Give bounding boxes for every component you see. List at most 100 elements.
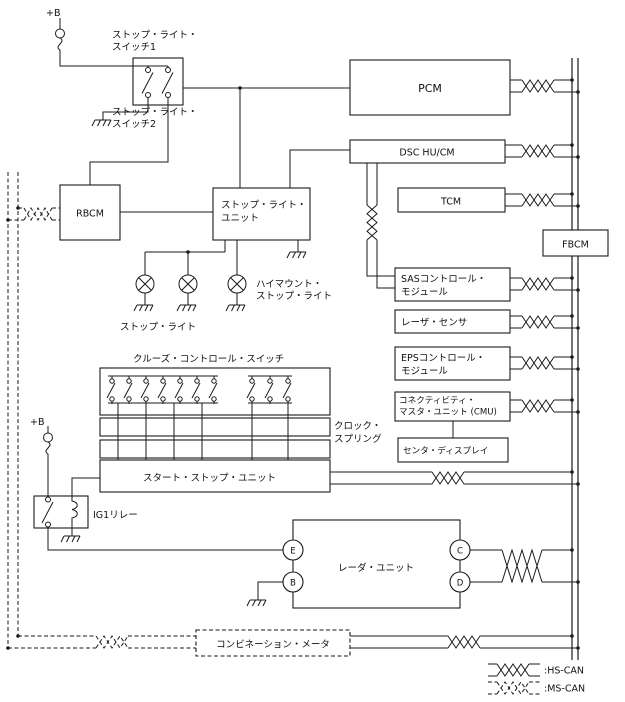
connector-e-label: E	[290, 547, 295, 557]
can-legend	[488, 663, 540, 695]
cruise-switch-label: クルーズ・コントロール・スイッチ	[133, 353, 284, 365]
stop-light-switch-box	[132, 57, 184, 106]
ground-icon	[133, 304, 154, 312]
ms-can-bus-trunk	[7, 172, 19, 648]
twisted-pair-laser	[521, 315, 555, 329]
laser-sensor-box	[394, 309, 511, 334]
legend-ms-can-symbol	[496, 681, 530, 695]
sas-label-1: SASコントロール・	[401, 274, 486, 285]
start-stop-unit-box	[99, 459, 331, 493]
twisted-pair-start-stop	[431, 471, 465, 485]
cmu-box	[394, 391, 511, 422]
twisted-pair-tcm	[521, 193, 555, 207]
ig1-relay-label: IG1リレー	[93, 510, 138, 521]
fbcm-box	[542, 229, 609, 257]
radar-wiring	[257, 581, 283, 600]
radar-unit-box	[292, 519, 461, 609]
eps-box	[394, 346, 511, 381]
laser-sensor-label: レーザ・センサ	[401, 318, 467, 329]
dsc-box	[349, 139, 506, 164]
power-top-label: +B	[46, 8, 60, 19]
stop-light-bulb-icon	[135, 274, 155, 294]
connector-e	[282, 539, 304, 561]
ground-icon	[286, 251, 307, 259]
connector-b	[282, 571, 304, 593]
twisted-pair-meter-ms	[95, 635, 129, 649]
stop-light-switch2-label-2: スイッチ2	[112, 119, 156, 130]
fbcm-label: FBCM	[562, 240, 589, 251]
dsc-label: DSC HU/CM	[399, 148, 454, 159]
stop-light-label: ストップ・ライト	[120, 322, 196, 333]
start-stop-unit-label: スタート・ストップ・ユニット	[143, 473, 276, 484]
relay-coil-icon	[71, 496, 78, 528]
cruise-switch-internal	[106, 375, 292, 460]
twisted-pair-pcm	[521, 79, 555, 93]
connector-d-label: D	[457, 579, 464, 589]
connector-c	[449, 539, 471, 561]
radar-connectors	[282, 539, 471, 593]
hs-can-taps	[330, 79, 578, 649]
clock-spring-label-1: クロック・	[334, 421, 381, 432]
stop-light-unit-box	[212, 187, 311, 241]
ground-icon	[225, 304, 246, 312]
ground-icon	[60, 535, 81, 543]
stop-light-unit-label-1: ストップ・ライト・	[221, 200, 307, 211]
high-mount-bulb-icon	[227, 274, 247, 294]
hs-can-bus-trunk	[571, 58, 579, 660]
clock-spring-box-2	[99, 439, 331, 459]
stop-light-bulb-icon	[178, 274, 198, 294]
fuse-icon	[55, 25, 65, 53]
stop-light-switch-internal	[133, 65, 174, 106]
ground-icon	[91, 119, 112, 127]
clock-spring-label-2: スプリング	[334, 433, 382, 445]
ground-icon	[176, 304, 197, 312]
stop-light-wiring	[89, 87, 350, 305]
radar-unit-label: レーダ・ユニット	[338, 562, 414, 574]
twisted-pair-eps	[521, 356, 555, 370]
connector-c-label: C	[457, 547, 463, 557]
twisted-pair-sas	[521, 277, 555, 291]
twisted-pair-cmu	[521, 399, 555, 413]
stop-light-switch1-label-2: スイッチ1	[112, 42, 156, 53]
combination-meter-box	[195, 629, 351, 657]
tcm-label: TCM	[440, 197, 461, 208]
legend-ms-can-label: :MS-CAN	[544, 684, 585, 695]
twisted-pair-radar	[501, 548, 543, 584]
power-mid-label: +B	[30, 417, 44, 428]
high-mount-label-1: ハイマウント・	[256, 279, 322, 290]
pcm-label: PCM	[418, 82, 442, 95]
dsc-sas-wiring	[366, 163, 395, 289]
twisted-pair-dsc	[521, 144, 555, 158]
stop-light-unit-label-2: ユニット	[221, 213, 259, 224]
stop-light-switch1-label-1: ストップ・ライト・	[112, 30, 198, 41]
eps-label-1: EPSコントロール・	[401, 353, 485, 364]
ig1-relay-internal	[41, 477, 283, 551]
center-display-label: センタ・ディスプレイ	[403, 445, 488, 457]
cmu-label-1: コネクティビティ・	[399, 395, 475, 406]
combination-meter-label: コンビネーション・メータ	[216, 640, 330, 651]
sas-box	[394, 267, 511, 302]
twisted-pair-dsc-sas	[366, 204, 378, 241]
rbcm-label: RBCM	[76, 209, 104, 220]
fuse-icon	[43, 429, 53, 457]
connector-d	[449, 571, 471, 593]
sas-label-2: モジュール	[401, 287, 448, 298]
clock-spring-box-1	[99, 417, 331, 437]
cmu-label-2: マスタ・ユニット (CMU)	[399, 407, 497, 418]
high-mount-label-2: ストップ・ライト	[256, 291, 332, 302]
ms-can-taps	[8, 207, 196, 649]
ground-icon	[246, 599, 267, 607]
power-wiring	[47, 18, 133, 496]
eps-label-2: モジュール	[401, 366, 448, 377]
twisted-pair-rbcm-ms	[23, 207, 53, 221]
junction-dots	[6, 78, 580, 650]
stop-light-switch2-label-1: ストップ・ライト・	[112, 107, 198, 118]
tcm-box	[397, 187, 506, 213]
connector-b-label: B	[290, 579, 296, 589]
cruise-switch-box	[99, 367, 331, 416]
ig1-relay-box	[33, 495, 89, 529]
center-display-box	[397, 437, 509, 463]
pcm-box	[349, 59, 511, 116]
